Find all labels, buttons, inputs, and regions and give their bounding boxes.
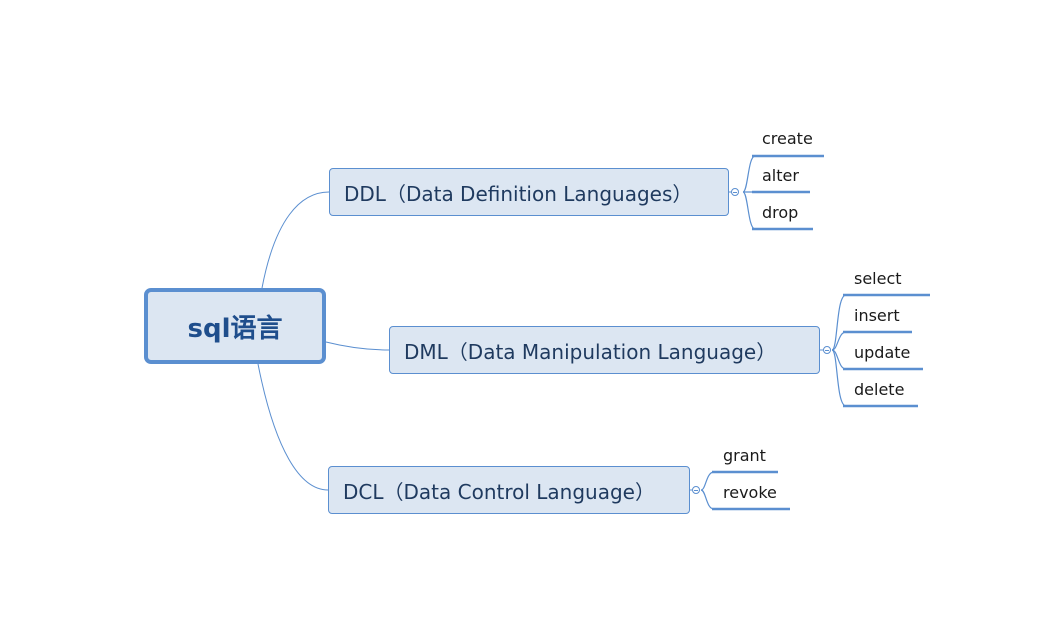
branch-label-dcl: DCL（Data Control Language） [343, 479, 655, 504]
leaf-revoke[interactable]: revoke [723, 483, 777, 502]
leaf-delete[interactable]: delete [854, 380, 905, 399]
collapse-toggle-ddl[interactable] [731, 188, 739, 196]
branch-label-dml: DML（Data Manipulation Language） [404, 339, 777, 364]
leaf-select[interactable]: select [854, 269, 902, 288]
root-label: sql语言 [187, 313, 283, 344]
collapse-toggle-dml[interactable] [823, 346, 831, 354]
leaf-alter[interactable]: alter [762, 166, 799, 185]
connector-root-dml [325, 341, 390, 351]
leaf-grant[interactable]: grant [723, 446, 766, 465]
collapse-toggle-dcl[interactable] [692, 486, 700, 494]
root-node[interactable]: sql语言 [144, 288, 326, 364]
leaf-update[interactable]: update [854, 343, 911, 362]
leaf-insert[interactable]: insert [854, 306, 900, 325]
branch-node-dcl[interactable]: DCL（Data Control Language） [328, 466, 690, 514]
branch-label-ddl: DDL（Data Definition Languages） [344, 181, 693, 206]
connector-root-dcl [257, 363, 329, 491]
branch-node-dml[interactable]: DML（Data Manipulation Language） [389, 326, 820, 374]
connector-root-ddl [261, 191, 330, 289]
leaf-drop[interactable]: drop [762, 203, 799, 222]
leaf-create[interactable]: create [762, 129, 813, 148]
branch-node-ddl[interactable]: DDL（Data Definition Languages） [329, 168, 729, 216]
